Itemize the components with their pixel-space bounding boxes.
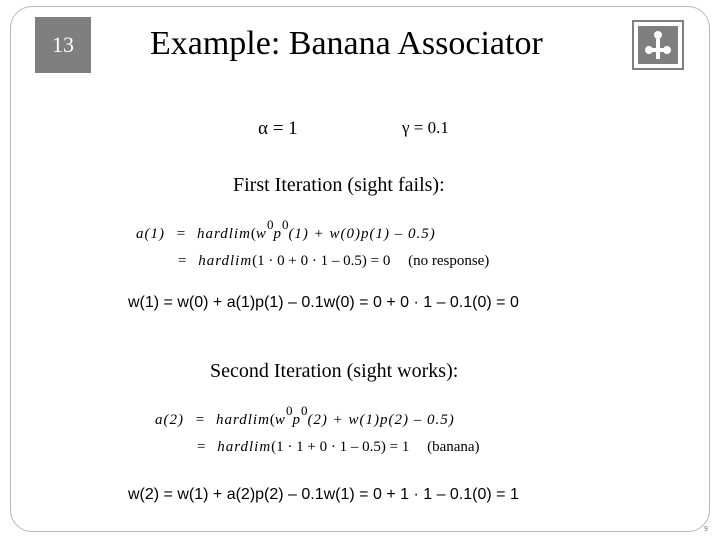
slide-frame (10, 6, 710, 532)
first-a1-equation: a(1) = hardlim(w0p0(1) + w(0)p(1) – 0.5) (136, 217, 436, 243)
slide-title: Example: Banana Associator (150, 25, 543, 62)
hardlim-fn: hardlim (196, 226, 251, 242)
evaluated-expression: (1 · 0 + 0 · 1 – 0.5) = 0 (252, 253, 391, 269)
eq-sign: = (176, 226, 186, 242)
a1-rest: (1) + w(0)p(1) – 0.5) (288, 226, 436, 242)
second-a2-evaluation: = hardlim(1 · 1 + 0 · 1 – 0.5) = 1 (bana… (197, 439, 480, 456)
hardlim-fn: hardlim (215, 412, 270, 428)
a1-lhs: a(1) (136, 226, 165, 242)
second-weight-update: w(2) = w(1) + a(2)p(2) – 0.1w(1) = 0 + 1… (128, 486, 519, 503)
a2-lhs: a(2) (155, 412, 184, 428)
eq-sign: = (178, 253, 187, 269)
eq-sign: = (195, 412, 205, 428)
response-note: (no response) (408, 253, 490, 269)
second-iteration-heading: Second Iteration (sight works): (210, 360, 459, 382)
sup-0b: 0 (281, 217, 289, 232)
sup-0b: 0 (300, 403, 308, 418)
gamma-param: γ = 0.1 (402, 118, 449, 137)
a2-rest: (2) + w(1)p(2) – 0.5) (307, 412, 455, 428)
w0-symbol: w (274, 412, 286, 428)
first-weight-update: w(1) = w(0) + a(1)p(1) – 0.1w(0) = 0 + 0… (128, 294, 519, 311)
hardlim-fn: hardlim (217, 439, 272, 455)
first-a1-evaluation: = hardlim(1 · 0 + 0 · 1 – 0.5) = 0 (no r… (178, 253, 489, 270)
p0-symbol: p (273, 226, 282, 242)
p0-symbol: p (292, 412, 301, 428)
response-note: (banana) (427, 439, 480, 455)
slide-number: 13 (35, 17, 91, 73)
second-a2-equation: a(2) = hardlim(w0p0(2) + w(1)p(2) – 0.5) (155, 403, 455, 429)
eq-sign: = (197, 439, 206, 455)
alpha-param: α = 1 (258, 118, 298, 139)
evaluated-expression: (1 · 1 + 0 · 1 – 0.5) = 1 (271, 439, 410, 455)
pentagon-network-logo-icon (632, 20, 684, 70)
first-iteration-heading: First Iteration (sight fails): (233, 174, 445, 196)
open-paren: ( (269, 412, 275, 428)
page-footer: 9 (704, 526, 708, 533)
sup-0: 0 (266, 217, 274, 232)
sup-0: 0 (285, 403, 293, 418)
w0-symbol: w (255, 226, 267, 242)
open-paren: ( (250, 226, 256, 242)
hardlim-fn: hardlim (198, 253, 253, 269)
